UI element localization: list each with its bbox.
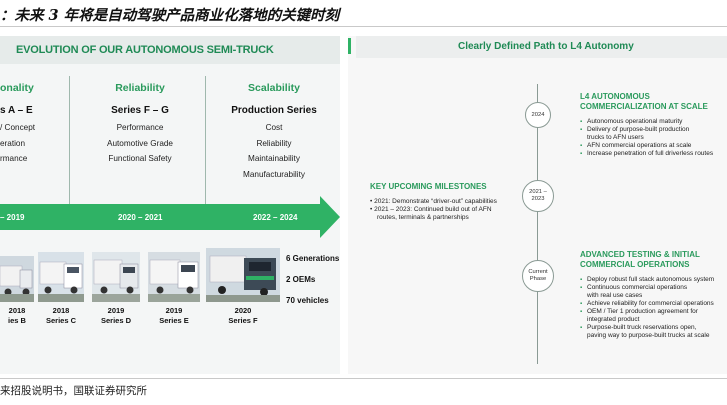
list-item-continued: routes, terminals & partnerships (377, 214, 469, 221)
column-item: Performance (116, 123, 164, 132)
column-item: Functional Safety (108, 154, 172, 163)
truck-image-icon (148, 252, 200, 302)
stat-oems: 2 OEMs (286, 275, 316, 284)
stat-generations: 6 Generations (286, 254, 340, 263)
section-heading: L4 AUTONOMOUS (580, 92, 650, 101)
truck-photo: 2018 ies B (0, 248, 34, 326)
truck-image-icon (92, 252, 140, 302)
period-label: 2020 – 2021 (118, 213, 163, 222)
period-label: – 2019 (0, 213, 25, 222)
column-reliability: Reliability Series F – G Performance Aut… (90, 82, 190, 167)
list-item: Purpose-built truck reservations open,pa… (580, 324, 714, 340)
section-heading: COMMERCIALIZATION AT SCALE (580, 102, 708, 111)
column-item: rmance (0, 154, 28, 163)
bottom-divider (0, 378, 727, 379)
truck-year: 2020 (234, 306, 252, 315)
truck-series: Series D (100, 316, 132, 325)
truck-year: 2019 (107, 306, 125, 315)
l4-list: Autonomous operational maturity Delivery… (580, 118, 713, 158)
column-item: eration (0, 138, 26, 148)
column-item: / Concept (0, 123, 36, 132)
column-subheading: Production Series (231, 105, 317, 116)
timeline-arrow (0, 196, 340, 238)
truck-year: 2018 (52, 306, 70, 315)
path-to-l4-panel: Clearly Defined Path to L4 Autonomy 2024… (348, 36, 727, 374)
evolution-title: EVOLUTION OF OUR AUTONOMOUS SEMI-TRUCK (16, 44, 274, 56)
column-item: Automotive Grade (107, 138, 173, 148)
column-item: Maintainability (248, 154, 300, 163)
milestones-section: KEY UPCOMING MILESTONES • 2021: Demonstr… (370, 182, 497, 222)
path-title: Clearly Defined Path to L4 Autonomy (458, 41, 634, 52)
l4-section: L4 AUTONOMOUS COMMERCIALIZATION AT SCALE… (580, 92, 713, 158)
truck-series: Series E (159, 316, 189, 325)
source-note: 来招股说明书，国联证券研究所 (0, 385, 147, 397)
truck-series: Series F (228, 316, 258, 325)
list-item: • 2021 – 2023: Continued build out of AF… (370, 206, 492, 213)
list-item: Autonomous operational maturity (580, 118, 713, 126)
column-item: Reliability (256, 138, 292, 148)
node-label: Phase (529, 276, 547, 282)
top-divider (0, 26, 727, 27)
column-divider (205, 76, 206, 206)
node-label: 2021 – (529, 189, 547, 195)
column-divider (69, 76, 70, 206)
evolution-header-bar (0, 36, 340, 64)
list-item: OEM / Tier 1 production agreement forint… (580, 308, 714, 324)
period-label: 2022 – 2024 (253, 213, 298, 222)
truck-series: ies B (8, 316, 26, 325)
list-item: Increase penetration of full driverless … (580, 150, 713, 158)
truck-year: 2018 (8, 306, 26, 315)
path-header-bar (348, 36, 727, 58)
list-item: • 2021: Demonstrate “driver-out” capabil… (370, 198, 497, 205)
report-figure-title: ：未来 3 年将是自动驾驶产品商业化落地的关键时刻 (0, 7, 340, 24)
evolution-panel: EVOLUTION OF OUR AUTONOMOUS SEMI-TRUCK o… (0, 36, 340, 374)
truck-image-icon (0, 256, 34, 302)
column-item: Cost (265, 123, 283, 132)
column-heading: Reliability (115, 82, 165, 94)
list-item: AFN commercial operations at scale (580, 142, 713, 150)
column-heading: Scalability (248, 82, 300, 94)
timeline-node-2021-2023: 2021 – 2023 (522, 180, 554, 212)
truck-series: Series C (45, 316, 77, 325)
node-label: Current (528, 269, 548, 275)
node-label: 2023 (531, 196, 545, 202)
testing-section: ADVANCED TESTING & INITIAL COMMERCIAL OP… (580, 250, 714, 340)
stat-vehicles: 70 vehicles (286, 296, 329, 305)
timeline-line (537, 84, 538, 364)
column-subheading: Series F – G (111, 105, 169, 116)
truck-photo: 2019 Series D (92, 248, 140, 326)
node-label: 2024 (531, 111, 545, 118)
list-item: Deploy robust full stack autonomous syst… (580, 276, 714, 284)
list-item: Delivery of purpose-built productiontruc… (580, 126, 713, 142)
truck-image-icon (38, 252, 84, 302)
timeline-node-current: Current Phase (522, 260, 554, 292)
list-item: Achieve reliability for commercial opera… (580, 300, 714, 308)
timeline-node-2024: 2024 (525, 102, 551, 128)
truck-image-icon (206, 248, 280, 302)
column-heading: onality (0, 82, 34, 94)
truck-year: 2019 (165, 306, 183, 315)
fleet-stats: 6 Generations 2 OEMs 70 vehicles (286, 254, 339, 305)
truck-photo: 2020 Series F (206, 248, 280, 326)
section-heading: ADVANCED TESTING & INITIAL (580, 250, 700, 259)
testing-list: Deploy robust full stack autonomous syst… (580, 276, 714, 340)
section-heading: COMMERCIAL OPERATIONS (580, 260, 690, 269)
column-scalability: Scalability Production Series Cost Relia… (222, 82, 326, 182)
truck-photo: 2018 Series C (38, 248, 84, 326)
column-item: Manufacturability (243, 169, 305, 179)
milestones-list: • 2021: Demonstrate “driver-out” capabil… (370, 198, 497, 222)
column-subheading: s A – E (0, 105, 33, 116)
section-heading: KEY UPCOMING MILESTONES (370, 182, 487, 191)
truck-photo: 2019 Series E (148, 248, 200, 326)
column-functionality: onality s A – E / Concept eration rmance (0, 82, 68, 167)
